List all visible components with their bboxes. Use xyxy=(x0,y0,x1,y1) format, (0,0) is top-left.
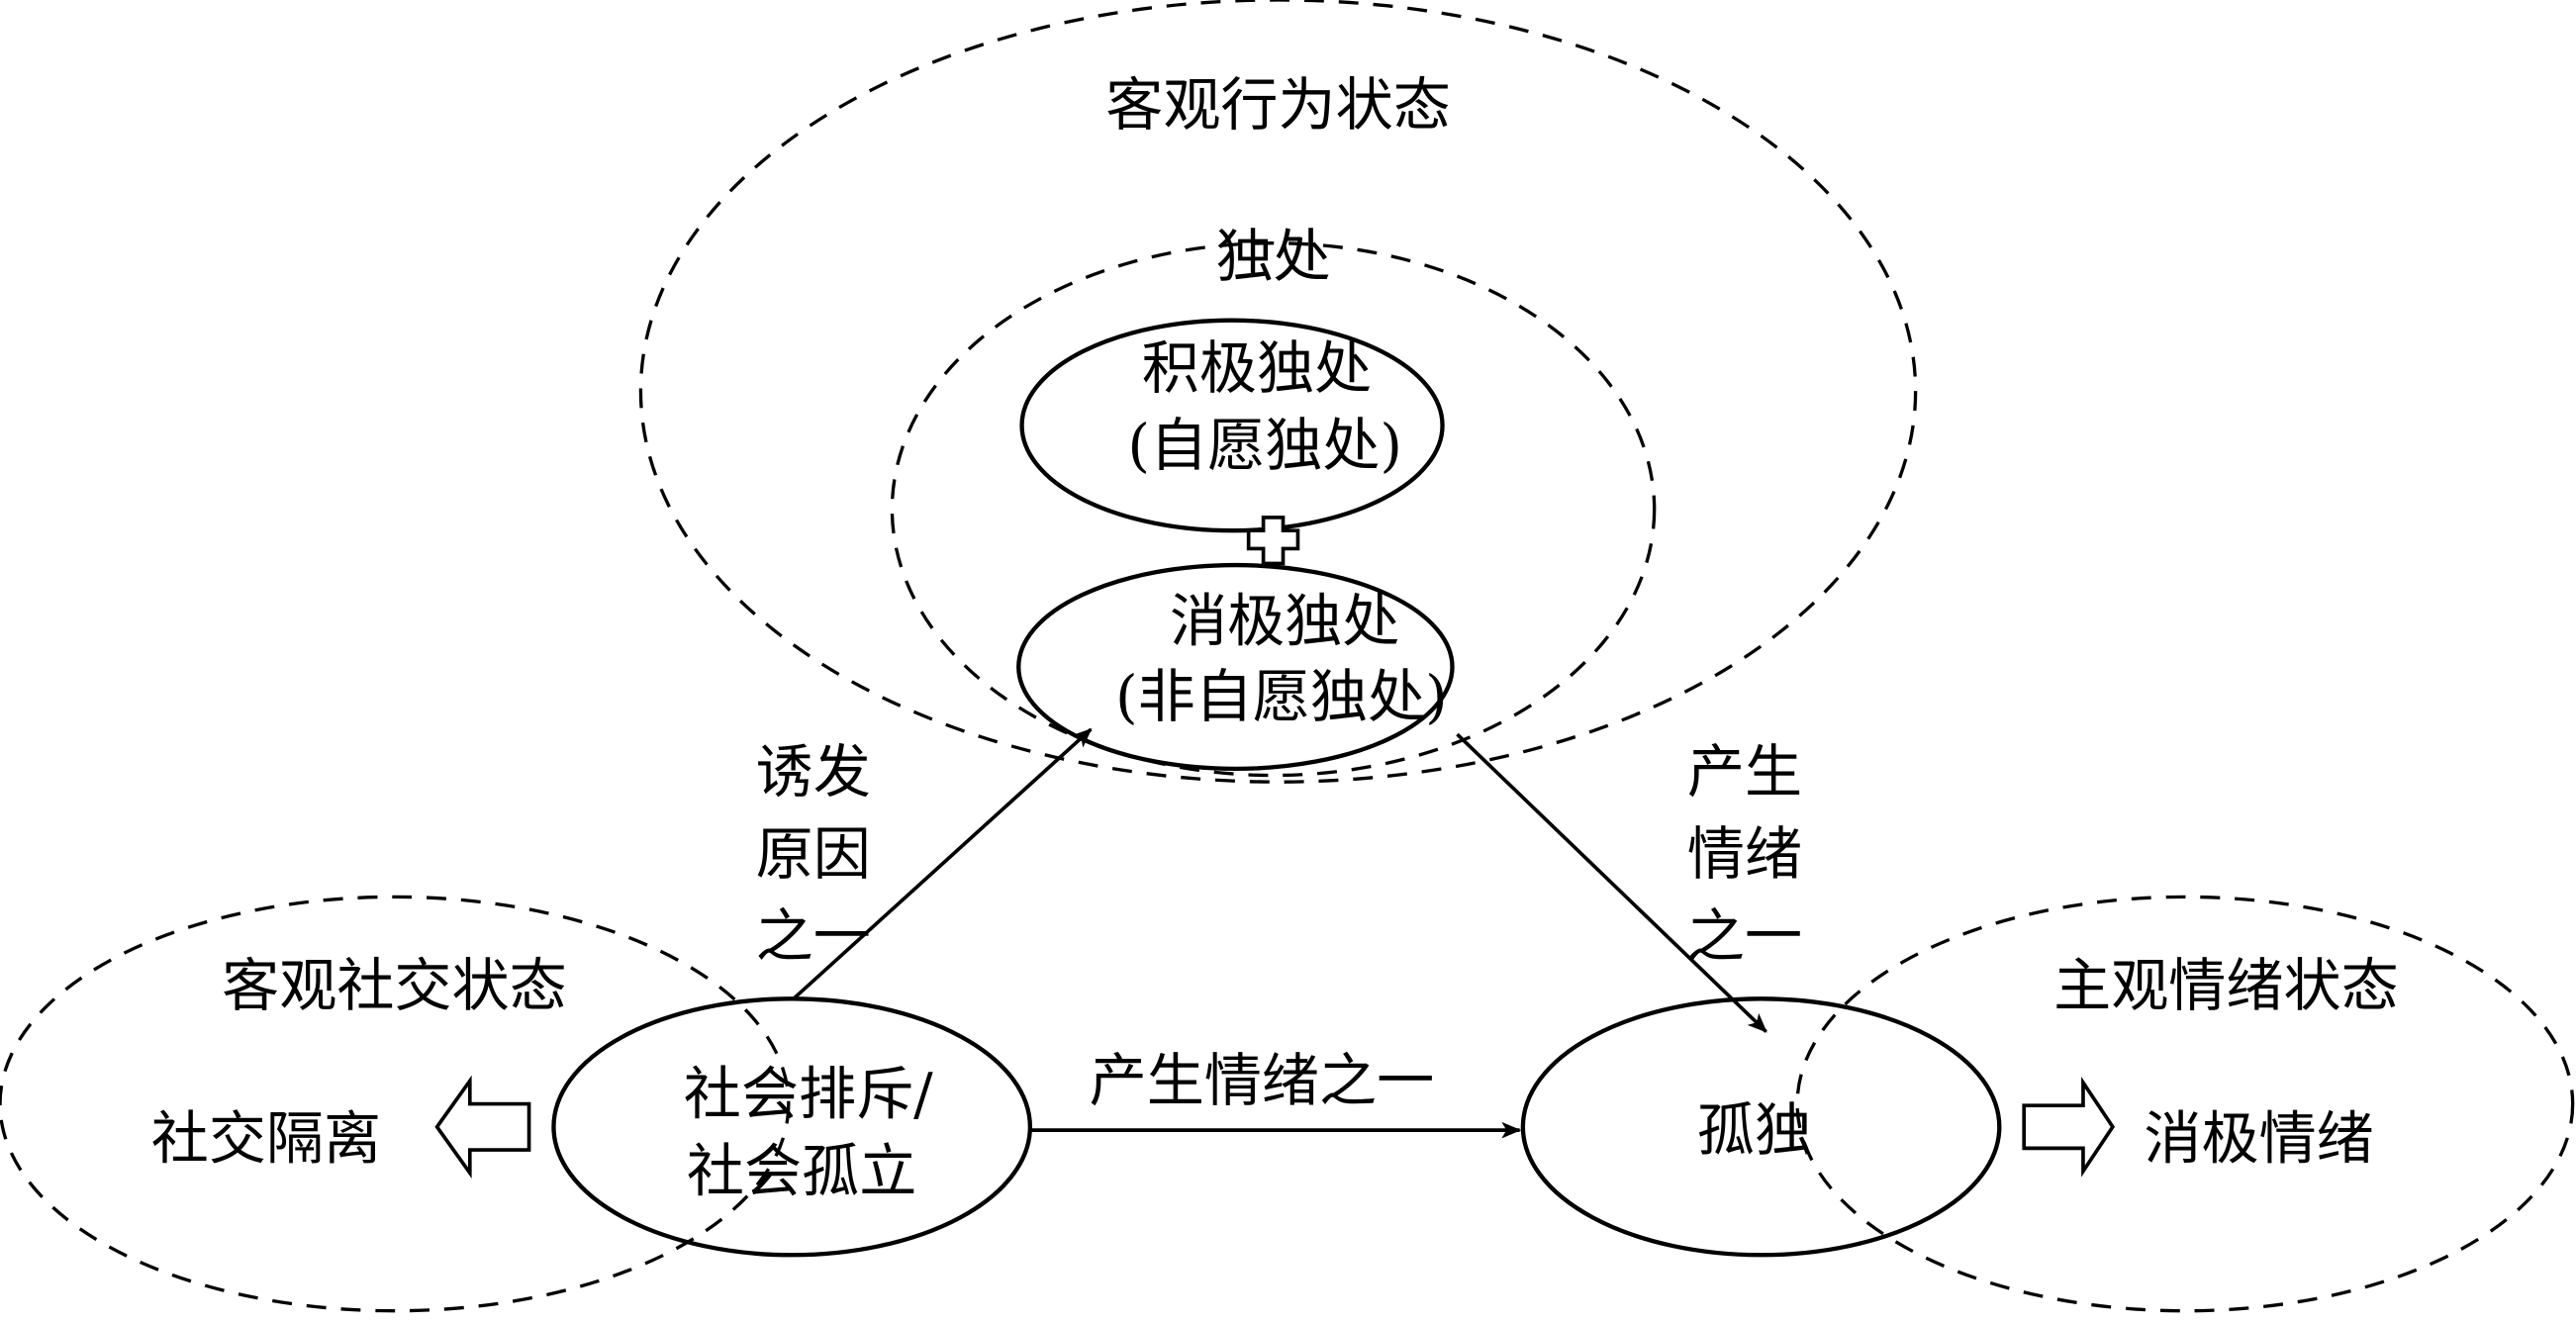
positive-solitude-sublabel: (自愿独处) xyxy=(1127,412,1402,479)
social-exclusion-sublabel: 社会孤立 xyxy=(687,1138,916,1205)
subjective-emotion-title: 主观情绪状态 xyxy=(2053,952,2399,1019)
negative-emotion-label: 消极情绪 xyxy=(2144,1104,2373,1172)
negative-solitude-node: 消极独处 (非自愿独处) xyxy=(1016,562,1455,772)
trigger-arrow xyxy=(792,727,1093,1000)
subjective-emotion-group xyxy=(1795,895,2575,1313)
produce-vertical-arrow xyxy=(1456,732,1767,1033)
svg-text:之一: 之一 xyxy=(756,902,871,970)
social-isolation-label: 社交隔离 xyxy=(151,1104,381,1172)
svg-text:情绪: 情绪 xyxy=(1687,820,1802,888)
left-hollow-arrow-icon xyxy=(434,1075,531,1179)
social-exclusion-node: 社会排斥/ 社会孤立 xyxy=(551,996,1033,1258)
solitude-title: 独处 xyxy=(1215,223,1330,290)
trigger-label: 诱发 原因 之一 xyxy=(756,738,871,970)
positive-solitude-label: 积极独处 xyxy=(1142,334,1372,402)
right-hollow-arrow-icon xyxy=(2022,1076,2116,1178)
svg-text:原因: 原因 xyxy=(756,820,871,888)
solitude-group xyxy=(890,241,1657,778)
svg-text:产生: 产生 xyxy=(1687,738,1802,805)
plus-icon xyxy=(1246,516,1300,566)
objective-social-title: 客观社交状态 xyxy=(222,952,567,1019)
produce-vertical-label: 产生 情绪 之一 xyxy=(1687,738,1802,970)
social-exclusion-label: 社会排斥/ xyxy=(684,1061,933,1128)
objective-behavior-title: 客观行为状态 xyxy=(1105,71,1451,139)
positive-solitude-node: 积极独处 (自愿独处) xyxy=(1019,318,1445,533)
loneliness-node: 孤独 xyxy=(1520,996,2002,1258)
objective-social-group xyxy=(0,895,791,1313)
negative-solitude-label: 消极独处 xyxy=(1170,587,1399,654)
negative-solitude-sublabel: (非自愿独处) xyxy=(1115,663,1448,730)
svg-text:之一: 之一 xyxy=(1687,902,1802,970)
produce-horizontal-label: 产生情绪之一 xyxy=(1090,1047,1435,1114)
loneliness-label: 孤独 xyxy=(1697,1096,1812,1164)
svg-text:诱发: 诱发 xyxy=(756,738,871,805)
